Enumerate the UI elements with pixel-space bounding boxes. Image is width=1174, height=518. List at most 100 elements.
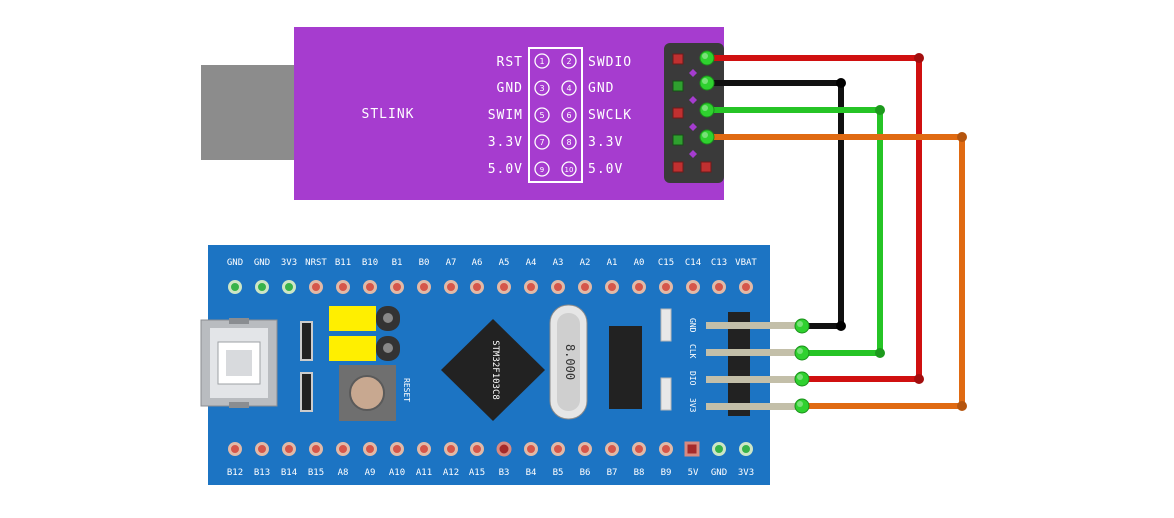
pad-bottom-b3 xyxy=(496,441,512,457)
pad-top-a4 xyxy=(524,280,538,294)
stlink-body xyxy=(294,27,724,200)
pin-number-2: 2 xyxy=(566,57,571,66)
header-pin-5 xyxy=(672,107,684,119)
bottom-pin-pads xyxy=(228,441,753,457)
top-pin-label-a1: A1 xyxy=(607,258,618,268)
pin-number-circles xyxy=(534,53,577,177)
pad-bottom-b8 xyxy=(632,442,646,456)
pin-number-9: 9 xyxy=(540,166,544,174)
pad-top-a1 xyxy=(605,280,619,294)
pad-bottom-b6 xyxy=(578,442,592,456)
top-pin-label-b0: B0 xyxy=(419,258,430,268)
stlink-label-3v3-right: 3.3V xyxy=(588,135,623,150)
bottom-pin-label-b6: B6 xyxy=(580,468,591,478)
debug-label-3v3: 3V3 xyxy=(688,398,697,413)
top-pin-label-vbat: VBAT xyxy=(735,258,757,268)
stlink-label-swclk: SWCLK xyxy=(588,108,632,123)
debug-label-gnd: GND xyxy=(688,318,697,333)
pin-number-7: 7 xyxy=(539,138,544,147)
header-pin-3 xyxy=(672,80,684,92)
pad-bottom-a10 xyxy=(390,442,404,456)
top-pin-pads xyxy=(228,280,753,294)
top-pin-label-b11: B11 xyxy=(335,258,351,268)
pad-top-a7 xyxy=(444,280,458,294)
smd-component-1 xyxy=(300,321,313,361)
pad-bottom-b13 xyxy=(255,442,269,456)
pad-bottom-a11 xyxy=(417,442,431,456)
pad-bottom-b14 xyxy=(282,442,296,456)
bottom-pin-label-b4: B4 xyxy=(526,468,537,478)
stlink-label-5v0-right: 5.0V xyxy=(588,162,623,177)
pin-number-4: 4 xyxy=(566,84,571,93)
pad-bottom-b4 xyxy=(524,442,538,456)
stlink-label-swdio: SWDIO xyxy=(588,55,632,70)
wire-bends xyxy=(836,53,967,411)
top-pin-label-3v3: 3V3 xyxy=(281,258,297,268)
bottom-pin-label-a9: A9 xyxy=(365,468,376,478)
pad-top-vbat xyxy=(739,280,753,294)
pad-top-c13 xyxy=(712,280,726,294)
led-1 xyxy=(660,308,672,342)
pad-bottom-a8 xyxy=(336,442,350,456)
pad-top-a6 xyxy=(470,280,484,294)
top-pin-label-b10: B10 xyxy=(362,258,378,268)
debug-header: GND CLK DIO 3V3 xyxy=(688,312,798,416)
stm32-board: GND GND 3V3 NRST B11 B10 B1 B0 A7 A6 A5 … xyxy=(200,245,798,485)
top-pin-label-a6: A6 xyxy=(472,258,483,268)
wire-gnd-black xyxy=(704,80,844,329)
smd-component-2 xyxy=(300,372,313,412)
bottom-pin-label-b13: B13 xyxy=(254,468,270,478)
top-pin-labels: GND GND 3V3 NRST B11 B10 B1 B0 A7 A6 A5 … xyxy=(227,258,758,268)
jumper-boot1 xyxy=(329,336,376,361)
bottom-pin-label-b15: B15 xyxy=(308,468,324,478)
bottom-pin-label-a11: A11 xyxy=(416,468,432,478)
stlink-label-5v0-left: 5.0V xyxy=(488,162,523,177)
bottom-pin-label-a10: A10 xyxy=(389,468,405,478)
top-pin-label-a4: A4 xyxy=(526,258,537,268)
pad-top-c15 xyxy=(659,280,673,294)
bottom-pin-label-b12: B12 xyxy=(227,468,243,478)
bottom-pin-label-b14: B14 xyxy=(281,468,297,478)
reset-button xyxy=(339,365,396,421)
micro-usb-connector xyxy=(200,318,278,408)
stlink-label-gnd-right: GND xyxy=(588,81,614,96)
pad-top-c14 xyxy=(686,280,700,294)
bottom-pin-label-a12: A12 xyxy=(443,468,459,478)
pad-bottom-a9 xyxy=(363,442,377,456)
top-pin-label-a5: A5 xyxy=(499,258,510,268)
crystal: 8.000 xyxy=(549,304,588,420)
pad-bottom-a15 xyxy=(470,442,484,456)
top-pin-label-a7: A7 xyxy=(446,258,457,268)
pin-number-5: 5 xyxy=(539,111,544,120)
pad-top-a3 xyxy=(551,280,565,294)
pad-top-3v3 xyxy=(282,280,296,294)
pad-bottom-b5 xyxy=(551,442,565,456)
bottom-pin-label-3v3: 3V3 xyxy=(738,468,754,478)
pad-top-gnd-1 xyxy=(228,280,242,294)
bottom-pin-label-gnd: GND xyxy=(711,468,727,478)
bottom-pin-label-b5: B5 xyxy=(553,468,564,478)
header-pin-9 xyxy=(672,161,684,173)
bottom-pin-label-a8: A8 xyxy=(338,468,349,478)
voltage-regulator xyxy=(609,326,642,409)
pad-bottom-b15 xyxy=(309,442,323,456)
pad-top-a2 xyxy=(578,280,592,294)
pad-bottom-b7 xyxy=(605,442,619,456)
pad-top-gnd-2 xyxy=(255,280,269,294)
wire-end-connectors xyxy=(699,50,810,414)
pad-top-a5 xyxy=(497,280,511,294)
wire-swclk-green xyxy=(704,107,883,356)
reset-label: RESET xyxy=(402,378,411,402)
top-pin-label-gnd-2: GND xyxy=(254,258,270,268)
pin-number-6: 6 xyxy=(566,111,571,120)
bottom-pin-label-b3: B3 xyxy=(499,468,510,478)
top-pin-label-nrst: NRST xyxy=(305,258,327,268)
stlink-label-rst: RST xyxy=(497,55,523,70)
reset-button-cap xyxy=(349,375,385,411)
mcu-chip-label: STM32F103C8 xyxy=(490,340,500,400)
bottom-pin-label-b7: B7 xyxy=(607,468,618,478)
mcu-chip: STM32F103C8 xyxy=(441,319,545,421)
top-pin-label-a0: A0 xyxy=(634,258,645,268)
pad-top-nrst xyxy=(309,280,323,294)
